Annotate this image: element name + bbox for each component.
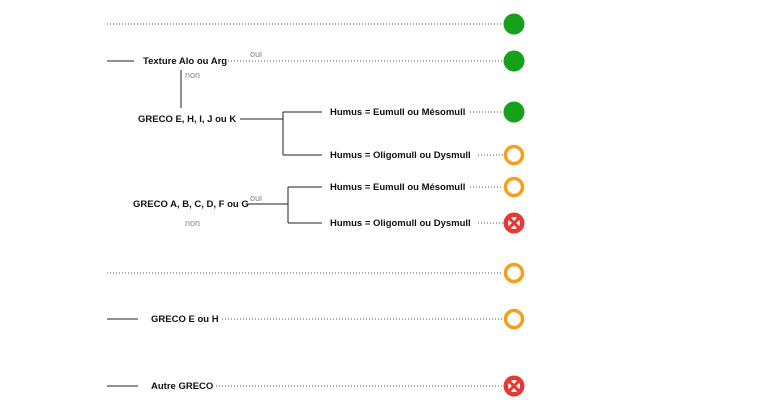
greco-ehijk-label: GRECO E, H, I, J ou K (138, 114, 236, 125)
greco-eh-label: GRECO E ou H (151, 314, 219, 325)
texture-label: Texture Alo ou Arg (143, 56, 227, 67)
humus-oligomull-2-label: Humus = Oligomull ou Dysmull (330, 218, 471, 229)
filled-green-circle-icon (503, 50, 525, 72)
orange-ring-icon (503, 308, 525, 330)
humus-oligomull-1-label: Humus = Oligomull ou Dysmull (330, 150, 471, 161)
texture-non-label: non (185, 70, 200, 80)
humus-eumull-2-label: Humus = Eumull ou Mésomull (330, 182, 465, 193)
orange-ring-icon (503, 176, 525, 198)
greco-abcdfg-label: GRECO A, B, C, D, F ou G (133, 199, 249, 210)
greco-abcdfg-oui-label: oui (250, 193, 262, 203)
autre-greco-label: Autre GRECO (151, 381, 213, 392)
texture-oui-label: oui (250, 49, 262, 59)
red-cross-circle-icon (503, 212, 525, 234)
humus-eumull-1-label: Humus = Eumull ou Mésomull (330, 107, 465, 118)
filled-green-circle-icon (503, 13, 525, 35)
filled-green-circle-icon (503, 101, 525, 123)
orange-ring-icon (503, 144, 525, 166)
orange-ring-icon (503, 262, 525, 284)
greco-abcdfg-non-label: non (185, 218, 200, 228)
red-cross-circle-icon (503, 375, 525, 397)
outcome-markers (503, 13, 525, 397)
